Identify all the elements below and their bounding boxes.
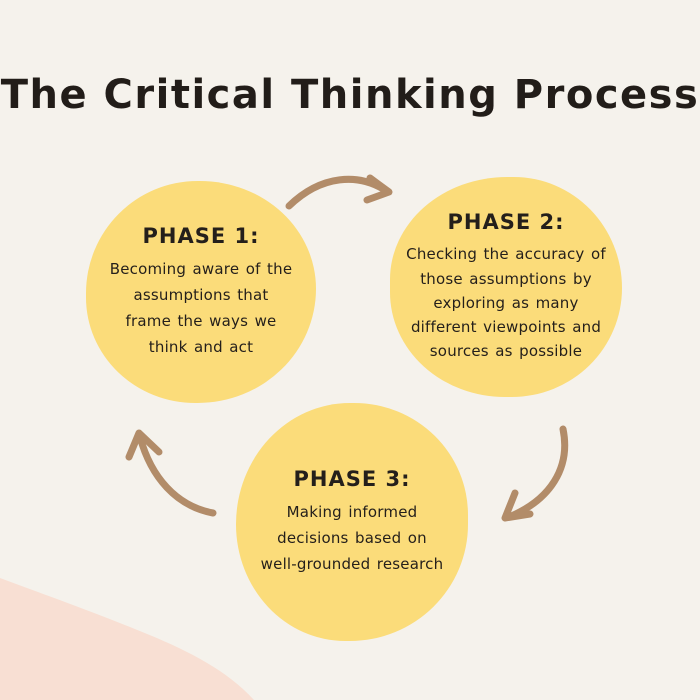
curved-arrow-up-icon [125,429,217,517]
phase-2-description: Checking the accuracy of those assumptio… [406,245,606,361]
page-title: The Critical Thinking Process [0,72,700,118]
curved-arrow-down-left-icon [501,425,569,522]
phase-3-heading: PHASE 3: [293,466,411,491]
phase-1-description: Becoming aware of the assumptions that f… [109,259,293,357]
phase-2-circle: PHASE 2: Checking the accuracy of those … [390,177,622,397]
phase-3-circle: PHASE 3: Making informed decisions based… [236,403,468,641]
phase-1-heading: PHASE 1: [142,223,260,248]
phase-1-circle: PHASE 1: Becoming aware of the assumptio… [86,181,316,403]
phase-2-heading: PHASE 2: [447,210,565,235]
phase-3-description: Making informed decisions based on well-… [260,502,444,574]
curved-arrow-right-icon [285,174,393,210]
pink-corner-blob [0,578,254,700]
